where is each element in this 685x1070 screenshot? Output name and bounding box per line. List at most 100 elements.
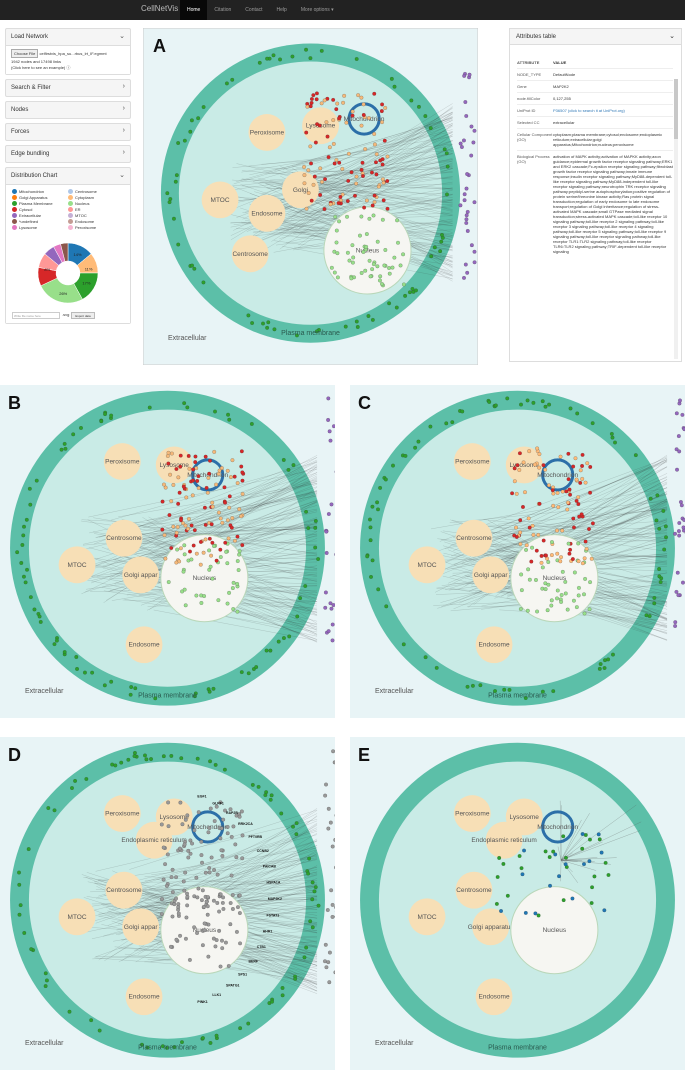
legend-label: Cytoplasm	[75, 195, 94, 200]
organelle-label: Endoplasmic reticulum	[471, 837, 536, 844]
legend-swatch	[12, 189, 17, 194]
panel-letter: E	[358, 745, 370, 765]
search-filter-panel[interactable]: Search & Filter›	[5, 79, 131, 97]
organelle-blob	[58, 898, 96, 936]
network-canvas[interactable]: PeroxisomeLysosomeMitochondrionMTOCGolgi…	[143, 28, 478, 365]
organelle-label: Mitochondrion	[344, 116, 385, 123]
organelle-label: Nucleus	[543, 927, 567, 934]
organelle-label: MTOC	[418, 562, 437, 569]
edge-bundling-title: Edge bundling	[11, 151, 50, 157]
nav-contact[interactable]: Contact	[245, 7, 263, 13]
example-link[interactable]: (Click here to see an example)	[11, 65, 66, 70]
load-network-header[interactable]: Load Network ⌄	[6, 29, 130, 45]
nucleus	[510, 534, 599, 623]
legend-swatch	[12, 207, 17, 212]
organelle-label: Peroxisome	[250, 129, 285, 136]
organelle-label: Lysosome	[510, 814, 540, 821]
gene-label: RRK2CA	[238, 822, 253, 826]
file-name: celfirstvis_hpa_su...rbus_lrt_IF.egmmt	[39, 51, 107, 56]
extracellular-label: Extracellular	[375, 1040, 414, 1047]
organelle-label: Lysosome	[160, 814, 190, 821]
nav-home[interactable]: Home	[180, 0, 208, 20]
nucleus	[510, 886, 599, 975]
organelle-label: Lysosome	[510, 462, 540, 469]
gene-label: CCNB2	[257, 849, 269, 853]
chevron-right-icon: ›	[122, 127, 125, 134]
organelle-blob	[475, 626, 513, 664]
organelle-label: Mitochondrion	[187, 472, 228, 479]
plasma-membrane-label: Plasma membrane	[138, 693, 197, 700]
nav-more-options[interactable]: More options ▾	[300, 7, 334, 13]
brand-logo[interactable]: CellNetVis	[141, 4, 179, 13]
organelle-blob	[248, 194, 286, 232]
distribution-chart-title: Distribution Chart	[11, 173, 58, 179]
pie-label: 11%	[85, 266, 93, 271]
panel-letter: D	[8, 745, 21, 765]
attributes-header[interactable]: Attributes table⌄	[510, 29, 681, 45]
legend-swatch	[68, 225, 73, 230]
gene-label: PAICAB	[263, 865, 277, 869]
organelle-label: MTOC	[68, 562, 87, 569]
plasma-membrane-label: Plasma membrane	[488, 693, 547, 700]
organelle-label: Golgi apparatus	[468, 924, 515, 931]
legend-swatch	[68, 189, 73, 194]
organelle-label: Centrosome	[456, 887, 492, 894]
scrollbar-thumb[interactable]	[674, 79, 678, 139]
nodes-panel[interactable]: Nodes ›	[5, 101, 131, 119]
attributes-title: Attributes table	[516, 34, 557, 40]
attribute-key: Biological Process (GO)	[517, 154, 550, 164]
nav-help[interactable]: Help	[276, 7, 287, 13]
edge-bundling-panel[interactable]: Edge bundling›	[5, 145, 131, 163]
distribution-chart-header[interactable]: Distribution Chart⌄	[6, 168, 130, 184]
organelle-label: Endosome	[129, 642, 160, 649]
organelle-label: Endosome	[479, 642, 510, 649]
gene-label: EGF1	[197, 794, 206, 798]
organelle-label: Peroxisome	[105, 811, 140, 818]
gene-label: SPATG1	[226, 984, 240, 988]
choose-file-button[interactable]: Choose File	[11, 49, 39, 58]
legend-item: Mitochondrion	[12, 189, 68, 194]
info-circle-icon[interactable]: ⓘ	[66, 65, 71, 70]
legend-swatch	[12, 201, 17, 206]
uniprot-link[interactable]: P36507 (click to search it at UniProt.or…	[553, 108, 625, 113]
attributes-scrollbar[interactable]	[674, 79, 678, 359]
organelle-label: Endoplasmic reticulum	[121, 837, 186, 844]
forces-panel[interactable]: Forces›	[5, 123, 131, 141]
attribute-key: NODE_TYPE	[517, 72, 542, 77]
organelle-blob	[155, 446, 193, 484]
chevron-right-icon: ›	[122, 105, 125, 112]
main-nav: Home Citation Contact Help More options …	[180, 0, 341, 20]
legend-label: Plasma Membrane	[19, 201, 53, 206]
network-stats: 1942 nodes and 17498 links	[11, 59, 62, 64]
organelle-blob	[282, 171, 319, 209]
load-network-panel: Load Network ⌄ Choose File celfirstvis_h…	[5, 28, 131, 75]
nav-citation[interactable]: Citation	[214, 7, 232, 13]
network-view-d[interactable]: PeroxisomeLysosomeMitochondrionEndoplasm…	[0, 737, 335, 1070]
attribute-value: extracellular	[553, 120, 575, 125]
attributes-panel: Attributes table⌄ ATTRIBUTE VALUE NODE_T…	[509, 28, 682, 362]
top-navbar: CellNetVis Home Citation Contact Help Mo…	[0, 0, 685, 20]
pie-label: 8%	[44, 267, 50, 272]
mitochondrion-ring	[541, 810, 575, 844]
gene-label: CTB1	[257, 945, 266, 949]
gene-label: HHR1	[263, 930, 273, 934]
organelle-label: Lysosome	[160, 462, 190, 469]
organelle-label: MTOC	[418, 914, 437, 921]
network-view-a[interactable]: PeroxisomeLysosomeMitochondrionMTOCGolgi…	[143, 28, 478, 365]
export-filename-input[interactable]: Write file name here	[12, 312, 60, 319]
organelle-label: Centrosome	[106, 887, 142, 894]
export-data-button[interactable]: Export data	[71, 312, 95, 319]
network-canvas[interactable]: PeroxisomeLysosomeMitochondrionEndoplasm…	[0, 737, 335, 1070]
nodes-title: Nodes	[11, 107, 29, 113]
legend-label: Peroxisome	[75, 225, 97, 230]
gene-label: LLK1	[212, 993, 221, 997]
